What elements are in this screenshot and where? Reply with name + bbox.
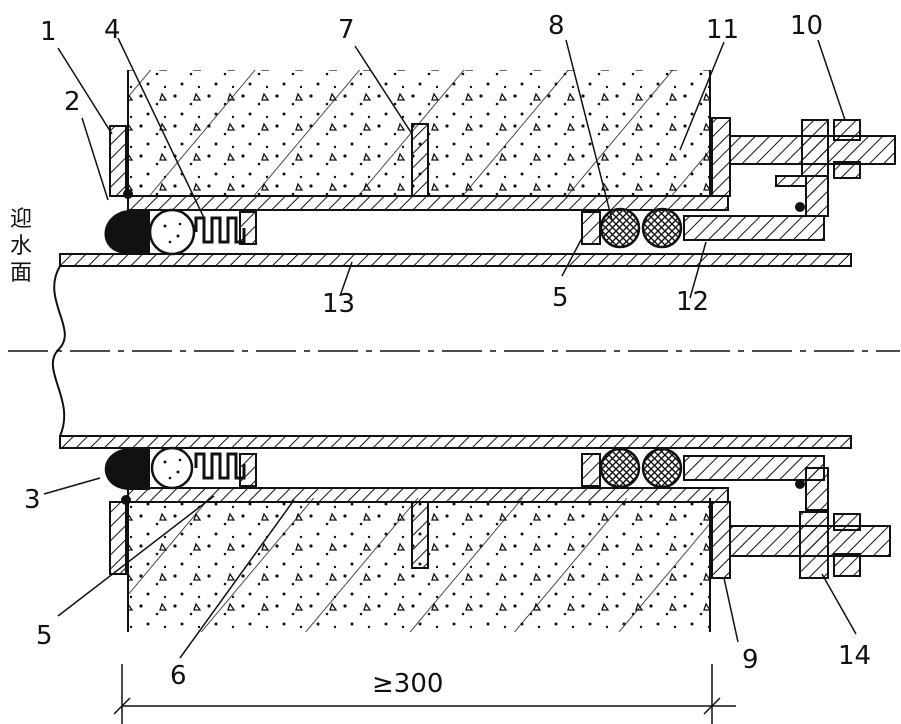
flange-left-lower — [109, 501, 127, 575]
sleeve-lower — [127, 487, 729, 503]
callout-13: 13 — [322, 289, 355, 319]
sleeve-upper — [127, 195, 729, 211]
sealant-cap-upper — [104, 210, 150, 254]
callout-14: 14 — [838, 641, 871, 671]
flange-left-upper — [109, 125, 127, 197]
gland-upper — [683, 175, 829, 241]
callout-11: 11 — [706, 15, 739, 45]
callout-5-upper: 5 — [552, 283, 569, 313]
backer-rod-upper — [148, 208, 196, 256]
corrugated-strip-lower — [194, 452, 246, 480]
callout-3: 3 — [24, 485, 41, 515]
callout-10: 10 — [790, 11, 823, 41]
callout-8: 8 — [548, 11, 565, 41]
callout-9: 9 — [742, 645, 759, 675]
pipe — [8, 253, 900, 449]
seal-rings-upper — [581, 207, 683, 249]
water-side-label-3: 面 — [10, 261, 32, 286]
seal-rings-lower — [581, 447, 683, 489]
waterstop-ring-lower — [411, 501, 429, 569]
leader-lines — [43, 37, 857, 659]
stud-bolt-lower — [729, 511, 891, 579]
outer-plate-upper — [711, 117, 731, 197]
callout-1: 1 — [40, 17, 57, 47]
callout-12: 12 — [676, 287, 709, 317]
dimension-line — [113, 664, 736, 724]
callout-2: 2 — [64, 87, 81, 117]
callout-5-lower: 5 — [36, 621, 53, 651]
dimension-label: ≥300 — [372, 669, 443, 699]
water-side-label-1: 迎 — [10, 207, 32, 232]
backer-rod-lower — [150, 446, 194, 490]
water-side-label-2: 水 — [10, 234, 32, 259]
callout-4: 4 — [104, 15, 121, 45]
waterstop-ring-upper — [411, 123, 429, 197]
corrugated-strip-upper — [194, 216, 246, 244]
callout-7: 7 — [338, 15, 355, 45]
stud-bolt-upper — [729, 119, 896, 179]
sealant-cap-lower — [104, 448, 150, 490]
gland-lower — [683, 455, 829, 511]
callout-6: 6 — [170, 661, 187, 691]
outer-plate-lower — [711, 501, 731, 579]
